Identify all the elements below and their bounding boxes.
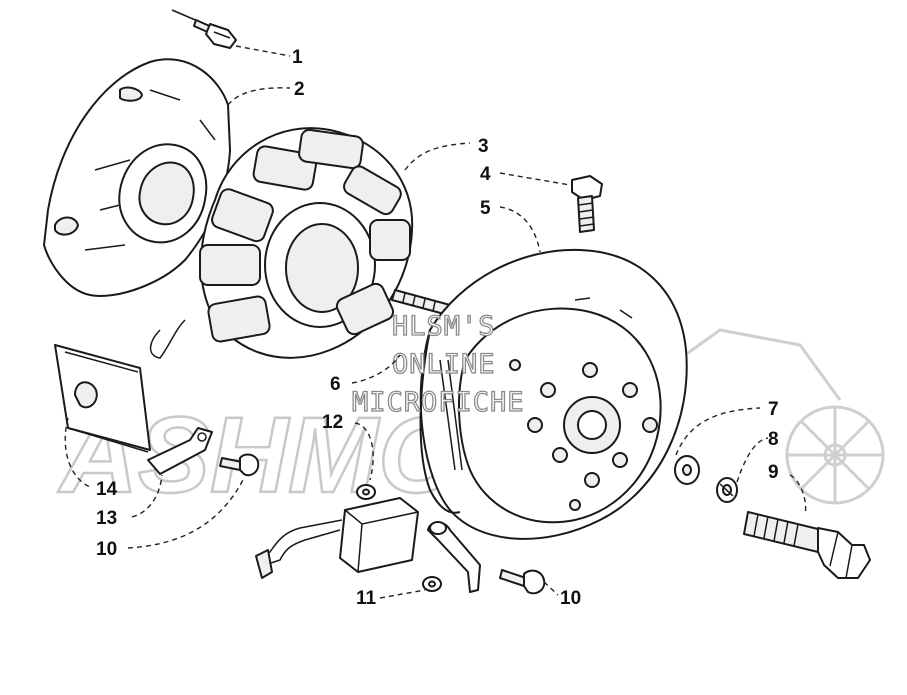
screw-part-10-right bbox=[499, 569, 546, 595]
callout-10-right: 10 bbox=[560, 588, 581, 609]
callout-6: 6 bbox=[330, 374, 341, 395]
callout-14: 14 bbox=[96, 479, 118, 500]
callout-11: 11 bbox=[356, 588, 377, 609]
module-part-12 bbox=[255, 484, 419, 579]
callout-8: 8 bbox=[768, 429, 779, 450]
watermark-line-2: ONLINE bbox=[392, 349, 496, 380]
leader-lines bbox=[64, 45, 807, 599]
callout-10-left: 10 bbox=[96, 539, 117, 560]
callout-9: 9 bbox=[768, 462, 779, 483]
watermark-line-1: HLSM'S bbox=[392, 311, 496, 342]
flywheel-part-5 bbox=[419, 248, 688, 540]
callout-13: 13 bbox=[96, 508, 117, 529]
housing-cover-part-2 bbox=[43, 58, 231, 297]
callout-5: 5 bbox=[480, 198, 491, 219]
bolt-part-1 bbox=[171, 9, 237, 49]
callout-7: 7 bbox=[768, 399, 779, 420]
bracket-part-13 bbox=[147, 427, 213, 475]
screw-part-10-left bbox=[219, 453, 260, 477]
stator-part-3 bbox=[149, 127, 414, 359]
washer-part-7 bbox=[674, 455, 700, 485]
callout-12: 12 bbox=[322, 412, 343, 433]
plate-part-14 bbox=[54, 344, 151, 453]
watermark-line-3: MICROFICHE bbox=[352, 387, 525, 418]
callout-1: 1 bbox=[292, 47, 303, 68]
bolt-part-4 bbox=[571, 175, 603, 233]
callouts: 1 2 3 4 5 6 7 8 9 12 14 13 10 11 10 bbox=[96, 47, 779, 609]
watermark-text: HLSM'S ONLINE MICROFICHE bbox=[351, 310, 525, 418]
flange-bolt-part-9 bbox=[743, 511, 871, 579]
callout-2: 2 bbox=[294, 79, 305, 100]
callout-4: 4 bbox=[480, 164, 491, 185]
callout-3: 3 bbox=[478, 136, 489, 157]
lockwasher-part-8 bbox=[716, 477, 738, 503]
clip-part-11 bbox=[422, 521, 481, 593]
